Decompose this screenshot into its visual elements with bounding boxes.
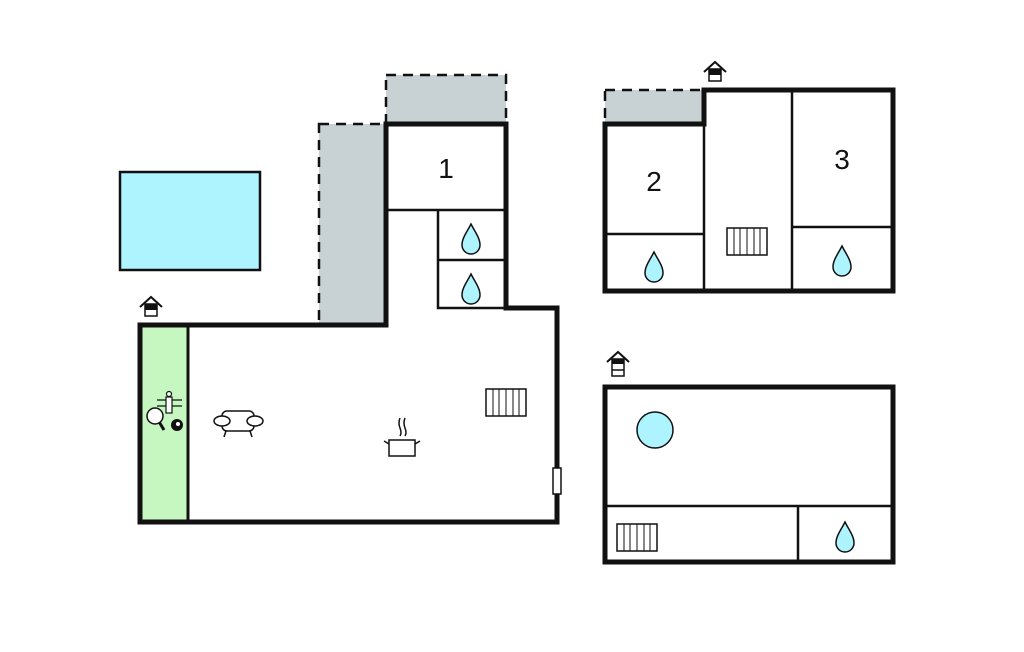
stairs-icon: [616, 523, 658, 552]
entrance-icon: [703, 61, 727, 82]
room-3-label: 3: [834, 144, 850, 175]
stairs-icon: [485, 388, 527, 417]
entrance-icon: [139, 296, 163, 317]
ground-floor: 1: [137, 73, 562, 525]
pool: [118, 170, 262, 272]
entrance-icon: [606, 350, 630, 377]
billiard-ball-icon: [171, 419, 183, 431]
terrace-top: [384, 73, 508, 126]
water-drop-icon: [461, 223, 481, 255]
foosball-icon: [157, 390, 182, 414]
table-tennis-icon: [146, 407, 166, 431]
upper-floor: 2 3: [602, 61, 896, 294]
water-drop-icon: [461, 273, 481, 305]
stairs-icon: [726, 227, 768, 256]
window: [552, 467, 562, 495]
cooking-pot-icon: [383, 417, 421, 457]
terrace-left: [317, 122, 388, 327]
room-2-label: 2: [646, 166, 662, 197]
sofa-icon: [213, 410, 264, 438]
room-1-label: 1: [438, 153, 454, 184]
terrace-upper: [603, 88, 706, 126]
basement-floor: [602, 350, 896, 565]
hot-tub-icon: [636, 411, 674, 449]
